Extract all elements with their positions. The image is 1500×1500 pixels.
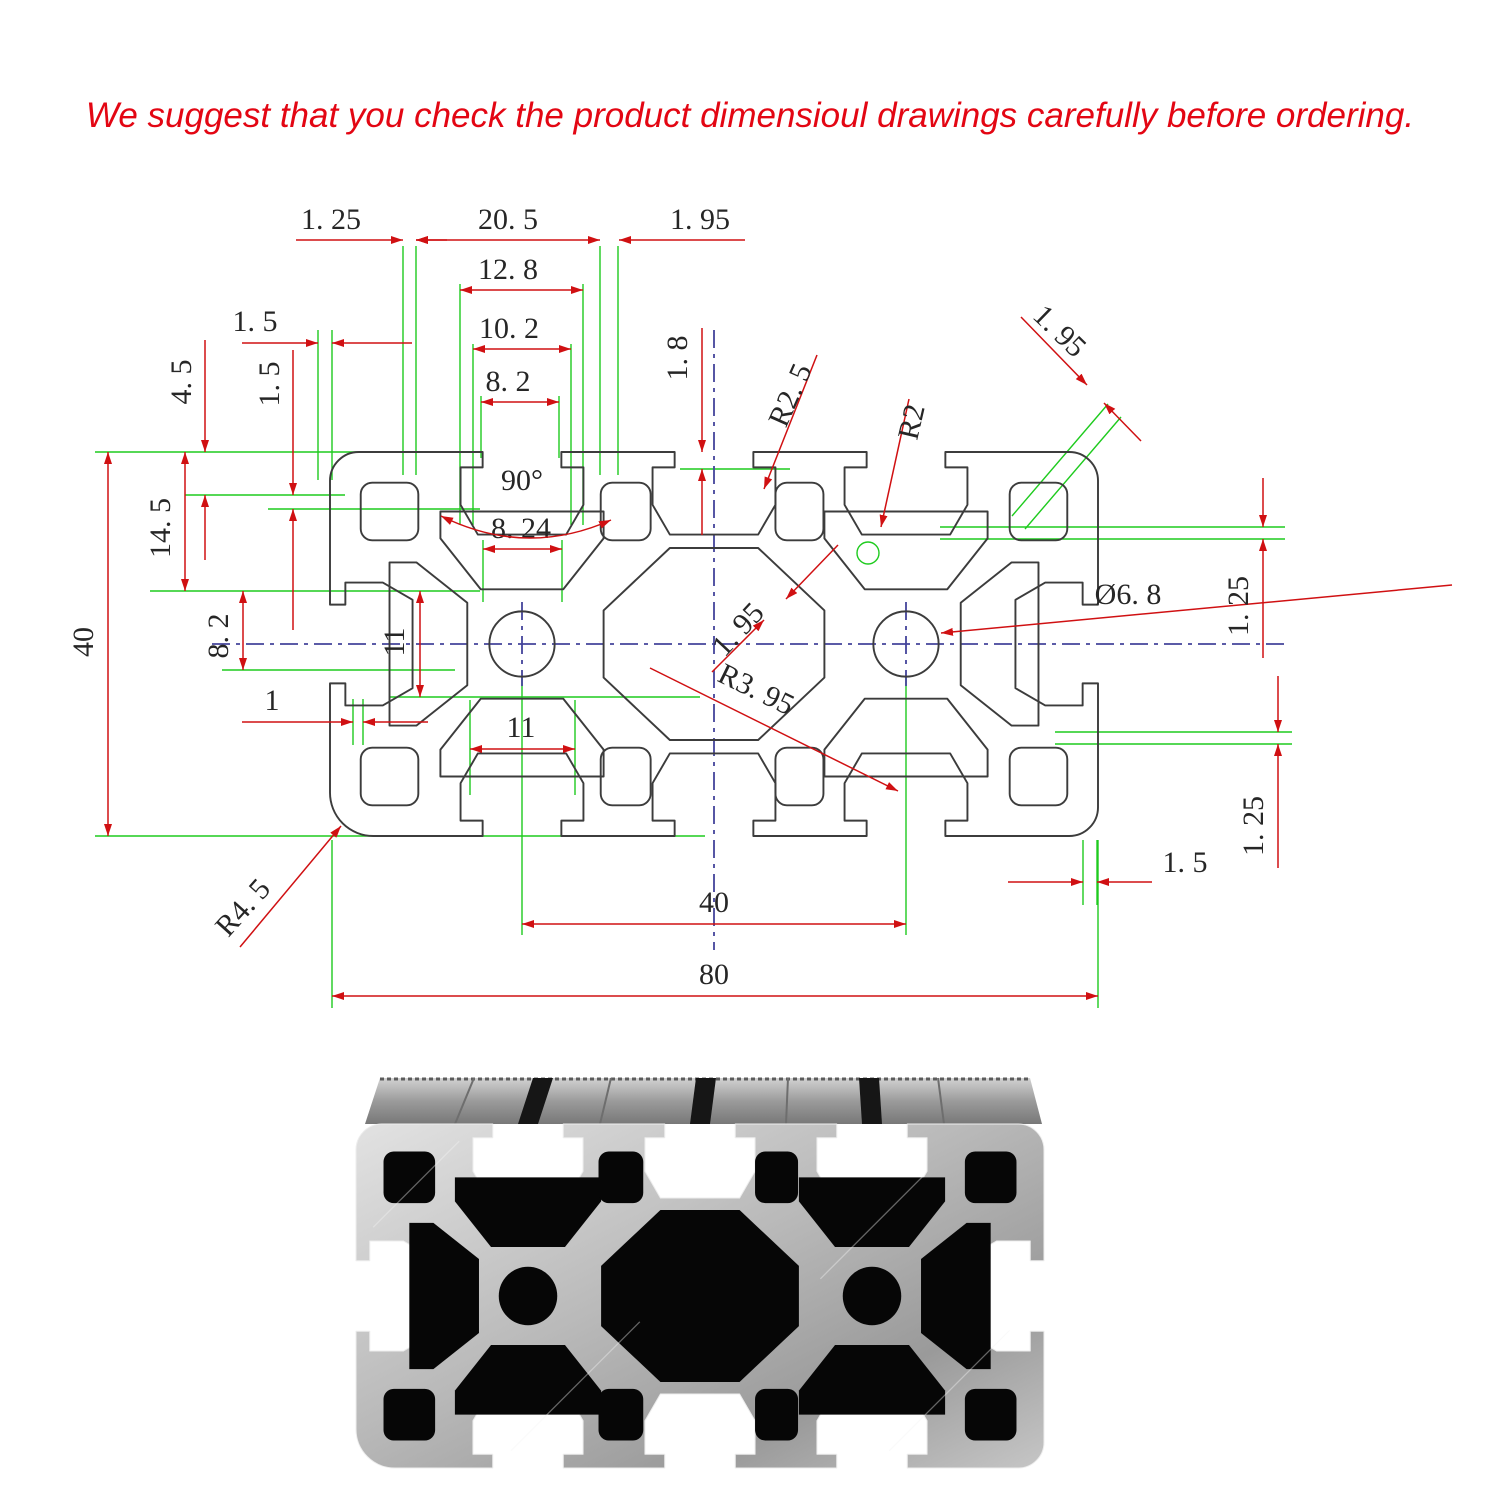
dim-label: 1 [265, 684, 280, 717]
dim-label: 8. 2 [202, 614, 235, 659]
dim-top-right-wall: 1. 95 [619, 203, 745, 244]
dim-label: 10. 2 [479, 312, 539, 345]
dim-slot-cavity-width: 12. 8 [460, 253, 583, 294]
dim-center-hole-diameter: Ø6. 8 [940, 578, 1453, 636]
dim-radius-slot-inner: R2 [879, 398, 932, 528]
dim-label: R3. 95 [713, 657, 799, 722]
dim-slot-depth: 14. 5 [144, 452, 189, 591]
photo-cross-section-face [355, 1123, 1045, 1469]
dimensions: 1. 25 20. 5 1. 95 12. 8 10. 2 8. 2 [67, 203, 1453, 1000]
dim-label: 1. 95 [706, 596, 771, 662]
dim-right-wall-top: 1. 25 [1222, 478, 1267, 658]
dim-label: 1. 5 [233, 305, 278, 338]
dim-label: 8. 24 [491, 512, 551, 545]
dim-label: R4. 5 [209, 872, 277, 942]
dim-label: 8. 2 [486, 365, 531, 398]
dim-hole-spacing: 40 [522, 886, 906, 928]
dim-top-left-wall: 1. 25 [296, 203, 447, 244]
right-center-hole [872, 610, 940, 678]
dim-label: 4. 5 [165, 360, 198, 405]
dim-top-lip-thickness: 1. 8 [661, 328, 706, 535]
dim-profile-width: 80 [332, 958, 1098, 1000]
dim-cavity-angle: 90° [440, 464, 612, 539]
dim-label: 1. 5 [253, 362, 286, 407]
dim-label: 1. 5 [1163, 846, 1208, 879]
photo-machining-marks [372, 1140, 1011, 1452]
photo-groove-line [599, 1077, 612, 1125]
dim-label: R2. 5 [762, 359, 819, 432]
profile-cross-section [329, 451, 1099, 837]
dim-top-wall-height: 4. 5 [165, 340, 209, 560]
dim-label: 1. 25 [1237, 796, 1270, 856]
photo-top-slot-groove [859, 1078, 882, 1124]
product-photo [355, 1077, 1045, 1469]
dim-label: 90° [501, 464, 543, 497]
dim-label: R2 [892, 401, 932, 443]
dim-center-offset: 8. 2 [202, 591, 247, 670]
profile-outer-outline [329, 451, 1099, 837]
r2-fillet-marker [856, 541, 880, 565]
dim-top-slot-span: 20. 5 [416, 203, 600, 244]
dim-chamfer-top-right: 1. 95 [1020, 298, 1142, 442]
profile-inner-cavities [359, 481, 1069, 807]
photo-groove-line [454, 1077, 475, 1125]
dim-label: 12. 8 [478, 253, 538, 286]
dim-corner-radius: R4. 5 [209, 825, 342, 948]
dim-label: 20. 5 [478, 203, 538, 236]
dim-label: 11 [507, 711, 536, 744]
dim-profile-height: 40 [67, 452, 112, 836]
dim-label: 40 [67, 627, 100, 657]
dim-left-lip-width: 1. 5 [233, 305, 412, 347]
dim-slot-opening-width: 8. 2 [481, 365, 559, 406]
dim-chamfer-center: 1. 95 [706, 544, 839, 673]
dim-web-width: 11 [470, 711, 575, 753]
dim-label: 80 [699, 958, 729, 991]
dim-label: 1. 8 [661, 336, 694, 381]
dim-label: 40 [699, 886, 729, 919]
center-lines [212, 330, 1286, 950]
dim-cavity-throat: 8. 24 [483, 512, 562, 553]
left-center-hole [488, 610, 556, 678]
dim-label: 1. 95 [670, 203, 730, 236]
photo-black-cavities [383, 1151, 1017, 1441]
photo-top-slot-groove [690, 1078, 716, 1124]
dim-label: Ø6. 8 [1095, 578, 1162, 611]
photo-top-slot-groove [518, 1078, 553, 1124]
dim-hook-width: 1 [242, 684, 428, 726]
dim-right-wall-bottom: 1. 25 [1237, 676, 1282, 868]
dim-web-height: 11 [378, 591, 424, 697]
photo-groove-line [937, 1077, 945, 1125]
dim-label: 1. 25 [301, 203, 361, 236]
warning-headline: We suggest that you check the product di… [85, 96, 1415, 135]
photo-groove-line [785, 1077, 789, 1125]
dim-bottom-right-lip: 1. 5 [1008, 846, 1208, 886]
dim-slot-mid-width: 10. 2 [473, 312, 571, 353]
dim-label: 11 [378, 628, 411, 657]
dim-lip-height: 1. 5 [253, 350, 297, 630]
dim-label: 1. 25 [1222, 576, 1255, 636]
dim-label: 1. 95 [1027, 298, 1093, 363]
dim-label: 14. 5 [144, 498, 177, 558]
